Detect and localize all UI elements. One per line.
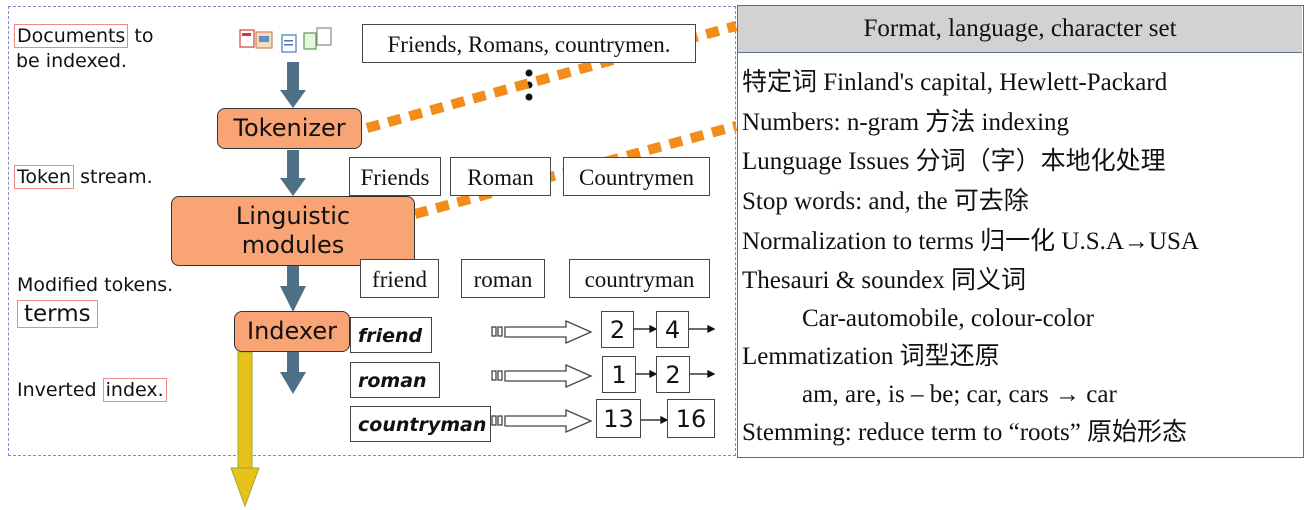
index-term: countryman xyxy=(350,406,491,442)
sentence-box: Friends, Romans, countrymen. xyxy=(362,24,696,63)
posting-cell: 1 xyxy=(602,356,636,393)
panel-line: Stop words: and, the 可去除 xyxy=(742,188,1029,215)
panel-line: am, are, is – be; car, cars → car xyxy=(802,381,1117,408)
posting-cell: 13 xyxy=(596,399,641,438)
panel-line: 特定词 Finland's capital, Hewlett-Packard xyxy=(742,69,1168,96)
modified-tokens-label: Modified tokens. xyxy=(17,274,174,296)
documents-icon xyxy=(239,27,332,53)
inverted-label: Inverted xyxy=(17,379,103,401)
modified-token-box: countryman xyxy=(569,259,710,298)
token-box: Countrymen xyxy=(563,157,710,196)
token-box: Roman xyxy=(450,157,551,196)
panel-line: Lemmatization 词型还原 xyxy=(742,343,1000,370)
posting-cell: 4 xyxy=(656,311,689,348)
token-stream-rest: stream. xyxy=(74,166,153,188)
modified-token-box: roman xyxy=(461,259,545,298)
documents-label-line2: be indexed. xyxy=(16,50,127,72)
index-term: roman xyxy=(350,362,440,398)
index-term: friend xyxy=(350,317,432,353)
posting-cell: 16 xyxy=(667,399,715,438)
panel-header: Format, language, character set xyxy=(738,6,1302,53)
linguistic-line1: Linguistic xyxy=(235,202,351,230)
panel-line: Lunguage Issues 分词（字）本地化处理 xyxy=(742,148,1166,175)
posting-arrows xyxy=(491,320,593,433)
documents-label: Documents to be indexed. xyxy=(14,24,153,74)
panel-line: Car-automobile, colour-color xyxy=(802,305,1094,332)
modified-token-box: friend xyxy=(360,259,439,298)
output-arrow xyxy=(230,351,260,508)
posting-links xyxy=(634,324,716,425)
inverted-index-label: Inverted index. xyxy=(17,378,167,403)
index-highlight: index. xyxy=(102,378,167,402)
token-highlight: Token xyxy=(14,165,75,189)
indexer-stage: Indexer xyxy=(234,311,350,352)
documents-label-rest: to xyxy=(128,25,154,47)
flow-arrows xyxy=(280,62,306,394)
token-stream-label: Token stream. xyxy=(14,165,153,190)
documents-highlight: Documents xyxy=(14,24,129,48)
panel-line: Numbers: n-gram 方法 indexing xyxy=(742,109,1070,136)
linguistic-line2: modules xyxy=(241,231,345,259)
posting-cell: 2 xyxy=(601,311,634,348)
posting-cell: 2 xyxy=(656,356,690,393)
tokenizer-stage: Tokenizer xyxy=(217,108,362,149)
panel-line: Stemming: reduce term to “roots” 原始形态 xyxy=(742,419,1188,446)
terms-highlight: terms xyxy=(17,300,98,328)
token-box: Friends xyxy=(349,157,441,196)
panel-line: Normalization to terms 归一化 U.S.A→USA xyxy=(742,228,1199,255)
notes-panel: Format, language, character set 特定词 Finl… xyxy=(737,5,1304,458)
panel-line: Thesauri & soundex 同义词 xyxy=(742,267,1026,294)
terms-label: terms xyxy=(17,300,98,328)
linguistic-modules-stage: Linguistic modules xyxy=(171,196,415,266)
pipeline-frame xyxy=(8,6,736,456)
